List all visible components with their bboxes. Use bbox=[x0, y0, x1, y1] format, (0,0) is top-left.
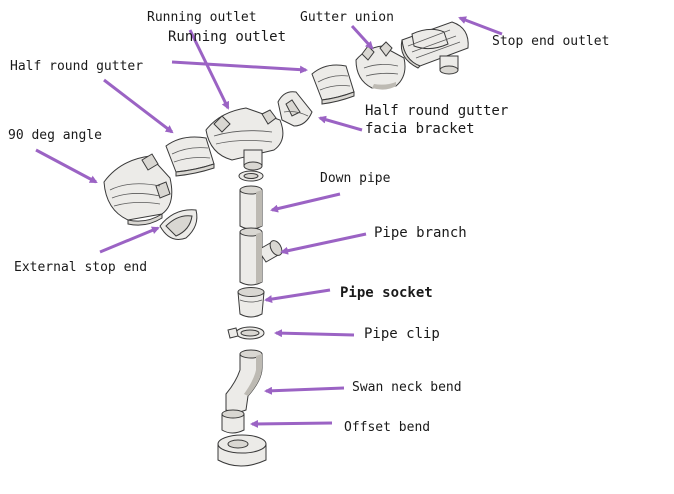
label-running-outlet-top: Running outlet bbox=[147, 10, 257, 25]
stop-end-outlet-part bbox=[400, 21, 469, 75]
arrow-90-deg-angle bbox=[35, 148, 98, 184]
arrow-running-outlet-top bbox=[188, 29, 230, 110]
arrow-group bbox=[35, 16, 503, 428]
label-90-deg-angle: 90 deg angle bbox=[8, 128, 102, 143]
label-swan-neck-bend: Swan neck bend bbox=[352, 380, 462, 395]
pipe-branch-part bbox=[239, 227, 283, 286]
arrow-pipe-clip bbox=[274, 329, 355, 338]
half-round-gutter-part-middle bbox=[165, 136, 215, 177]
arrow-facia-bracket bbox=[318, 115, 363, 132]
label-down-pipe: Down pipe bbox=[320, 171, 391, 186]
label-gutter-union: Gutter union bbox=[300, 10, 394, 25]
arrow-down-pipe bbox=[270, 192, 341, 213]
running-outlet-part bbox=[205, 107, 284, 171]
label-pipe-branch: Pipe branch bbox=[374, 225, 467, 241]
gutter-union-part bbox=[355, 41, 406, 90]
arrow-stop-end-outlet bbox=[458, 16, 503, 36]
label-running-outlet: Running outlet bbox=[168, 29, 287, 45]
label-offset-bend: Offset bend bbox=[344, 420, 431, 435]
down-pipe-part bbox=[239, 185, 263, 230]
pipe-socket-part bbox=[237, 287, 265, 318]
external-stop-end-part bbox=[159, 209, 198, 240]
shoe-part bbox=[217, 434, 267, 467]
facia-bracket-part bbox=[277, 91, 313, 127]
swan-neck-bend-part bbox=[225, 349, 263, 413]
label-external-stop-end: External stop end bbox=[14, 260, 148, 275]
arrow-pipe-branch bbox=[280, 232, 367, 255]
half-round-gutter-part-upper bbox=[311, 64, 355, 105]
arrow-offset-bend bbox=[250, 419, 333, 428]
offset-bend-part bbox=[221, 409, 245, 434]
arrow-half-round-gutter bbox=[171, 60, 308, 74]
arrow-pipe-socket bbox=[264, 288, 331, 304]
label-half-round-gutter: Half round gutter bbox=[10, 59, 144, 74]
outlet-ring-part bbox=[238, 170, 264, 182]
arrow-swan-neck-bend bbox=[264, 386, 345, 395]
arrow-gutter-union bbox=[350, 24, 374, 50]
label-pipe-clip: Pipe clip bbox=[364, 326, 440, 342]
label-half-round-gutter-bracket-1: Half round gutter bbox=[365, 103, 509, 119]
pipe-clip-part bbox=[227, 326, 265, 340]
label-pipe-socket: Pipe socket bbox=[340, 285, 433, 301]
label-half-round-gutter-bracket-2: facia bracket bbox=[365, 121, 475, 137]
arrow-external-stop-end bbox=[99, 226, 160, 254]
arrow-half-round-gutter-2 bbox=[103, 78, 174, 134]
90-deg-angle-part bbox=[103, 153, 173, 226]
label-stop-end-outlet: Stop end outlet bbox=[492, 34, 610, 49]
